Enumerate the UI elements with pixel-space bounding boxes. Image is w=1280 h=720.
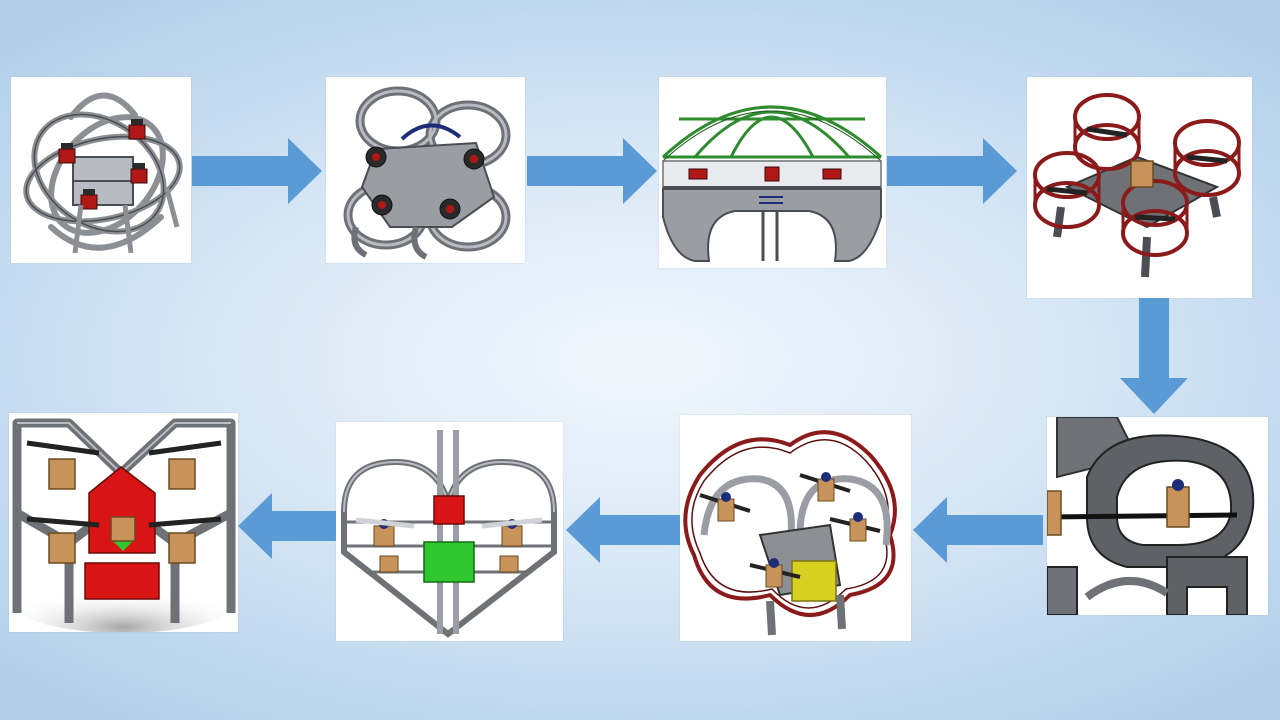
flow-arrow-5-to-6 [913, 497, 1043, 563]
drone-design-6-clover-guard-icon [683, 430, 897, 636]
drone-design-7-heart-frame-icon [341, 430, 557, 638]
design-panel-4 [1027, 77, 1252, 298]
flow-arrow-6-to-7 [566, 497, 680, 563]
drone-design-8-box-frame-icon [12, 418, 236, 632]
drone-design-2-ring-guards-icon [343, 86, 511, 260]
drone-design-4-red-cylinder-guards-icon [1033, 93, 1241, 278]
flow-arrow-2-to-3 [527, 138, 657, 204]
design-panel-5 [1047, 417, 1268, 615]
flow-arrow-1-to-2 [192, 138, 322, 204]
design-panel-3 [659, 77, 886, 268]
drone-design-1-tangled-guards-icon [23, 92, 183, 254]
flow-arrow-4-to-5 [1120, 298, 1188, 414]
design-panel-8 [9, 413, 238, 632]
flow-arrow-3-to-4 [887, 138, 1017, 204]
design-panel-2 [326, 77, 525, 263]
drone-design-5-closeup-frame-icon [1047, 417, 1255, 615]
design-panel-6 [680, 415, 911, 641]
design-panel-7 [336, 422, 563, 641]
flow-arrow-7-to-8 [238, 493, 336, 559]
drone-design-3-dome-cage-icon [661, 105, 883, 262]
design-panel-1 [11, 77, 191, 263]
